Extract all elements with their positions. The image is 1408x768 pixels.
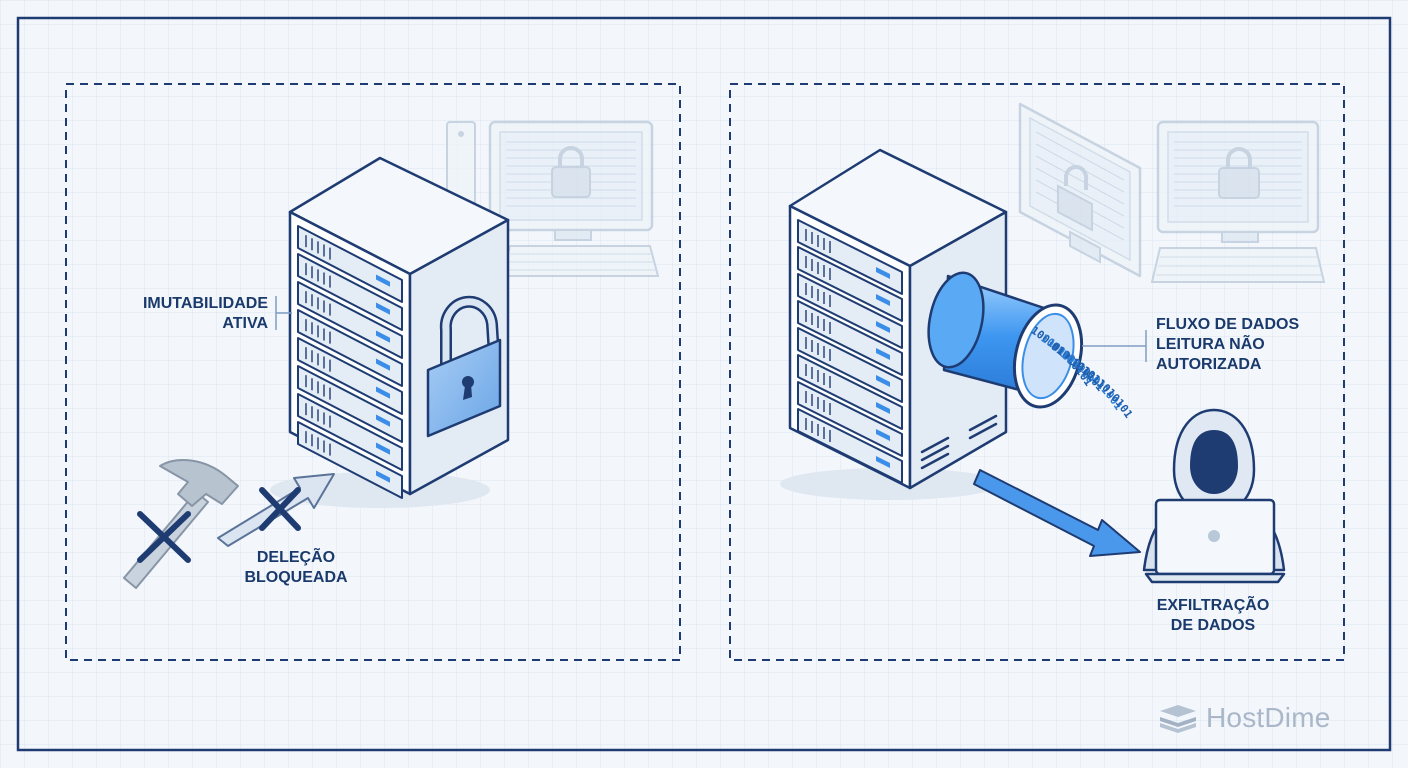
data-pipe-icon <box>927 271 1084 409</box>
drive-bay-led <box>376 302 390 315</box>
server-drive-bays <box>297 225 403 499</box>
drive-bay-led <box>876 267 890 280</box>
drive-bay-led <box>376 470 390 483</box>
dataflow-label-line-1: FLUXO DE DADOS <box>1156 316 1300 333</box>
dataflow-label-line-2: LEITURA NÃO <box>1156 336 1265 353</box>
drive-bay-led <box>376 414 390 427</box>
exfiltration-label-line-1: EXFILTRAÇÃO <box>1156 597 1270 614</box>
outer-frame <box>16 16 1392 752</box>
drive-bay-led <box>376 386 390 399</box>
drive-bay-led <box>376 330 390 343</box>
cross-icon <box>137 511 191 563</box>
drive-bay-led <box>876 375 890 388</box>
deletion-label-line-2: BLOQUEADA <box>244 569 348 586</box>
server-drive-bays <box>797 219 903 484</box>
hostdime-logo-icon <box>1160 705 1196 733</box>
left-panel-border <box>65 83 681 661</box>
desktop-computer-icon <box>1150 120 1326 283</box>
dataflow-connector <box>1082 330 1147 362</box>
exfiltration-label-line-2: DE DADOS <box>1170 617 1256 634</box>
immutability-label-line-2: ATIVA <box>222 315 268 332</box>
arrow-icon <box>973 469 1141 557</box>
dataflow-label: FLUXO DE DADOS LEITURA NÃO AUTORIZADA <box>1156 315 1299 375</box>
right-panel-border <box>729 83 1345 661</box>
server-shadow <box>780 468 1000 500</box>
server-vent <box>920 414 998 470</box>
drive-bay-led <box>376 442 390 455</box>
drive-bay-led <box>376 274 390 287</box>
cross-icon <box>259 487 301 531</box>
laptop-icon <box>1144 498 1286 584</box>
brand-name: HostDime <box>1206 702 1331 733</box>
deletion-label: DELEÇÃO BLOQUEADA <box>226 548 366 588</box>
desktop-computer-icon <box>446 120 660 277</box>
drive-bay-led <box>876 321 890 334</box>
server-rack-icon <box>288 156 510 499</box>
exfiltration-label: EXFILTRAÇÃO DE DADOS <box>1138 596 1288 636</box>
drive-bay-led <box>876 429 890 442</box>
immutability-connector <box>275 296 292 330</box>
drive-bay-led <box>876 294 890 307</box>
immutability-label: IMUTABILIDADE ATIVA <box>110 294 268 334</box>
desktop-computer-icon <box>1018 102 1142 278</box>
dataflow-label-line-3: AUTORIZADA <box>1156 356 1262 373</box>
drive-bay-led <box>376 358 390 371</box>
deletion-label-line-1: DELEÇÃO <box>256 549 336 566</box>
padlock-icon <box>426 295 502 438</box>
drive-bay-led <box>876 348 890 361</box>
drive-bay-led <box>876 456 890 469</box>
brand-logo: HostDime <box>1158 700 1331 736</box>
immutability-label-line-1: IMUTABILIDADE <box>142 295 268 312</box>
drive-bay-led <box>876 402 890 415</box>
